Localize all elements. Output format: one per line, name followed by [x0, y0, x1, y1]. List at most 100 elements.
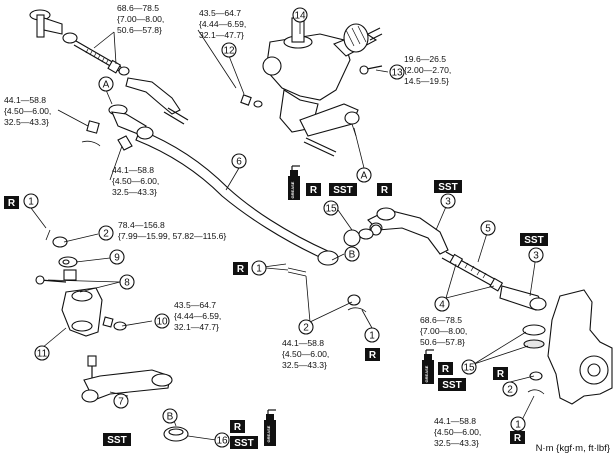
callout-6: 6 [231, 153, 247, 169]
svg-text:SST: SST [333, 185, 352, 196]
callout-16: 16 [214, 432, 230, 448]
svg-text:50.6—57.8}: 50.6—57.8} [117, 25, 162, 35]
svg-text:{4.50—6.00,: {4.50—6.00, [112, 176, 159, 186]
callout-15-right: 15 [461, 359, 477, 375]
callout-5: 5 [480, 220, 496, 236]
callout-3-lower: 3 [528, 247, 544, 263]
badge-r-left [4, 196, 19, 209]
badges: SST SST SST SST SST SST [4, 180, 548, 449]
callout-1-center-lower: 1 [364, 327, 380, 343]
badge-r-center [233, 262, 248, 275]
center-link [135, 126, 339, 266]
svg-text:11: 11 [37, 349, 48, 360]
svg-text:44.1—58.8: 44.1—58.8 [4, 95, 46, 105]
callouts: 14 12 13 A 6 A 1 3 15 2 5 B 3 9 1 8 4 10… [23, 7, 544, 448]
svg-text:14.5—19.5}: 14.5—19.5} [404, 76, 449, 86]
callout-15-center: 15 [323, 200, 339, 216]
svg-text:1: 1 [515, 420, 521, 431]
badge-sst-right-top: SST [434, 180, 462, 193]
torque-spec-7: 43.5—64.7 {4.44—6.59, 32.1—47.7} [174, 300, 221, 332]
svg-text:4: 4 [439, 300, 445, 311]
badge-sst-right-mid: SST [520, 233, 548, 246]
dust-seals [358, 228, 374, 240]
svg-text:SST: SST [442, 380, 461, 391]
svg-text:{4.50—6.00,: {4.50—6.00, [4, 106, 51, 116]
svg-text:1: 1 [28, 197, 34, 208]
svg-text:50.6—57.8}: 50.6—57.8} [420, 337, 465, 347]
svg-text:{7.00—8.00,: {7.00—8.00, [117, 14, 164, 24]
callout-14: 14 [292, 7, 308, 23]
steering-gear [240, 17, 383, 157]
callout-13: 13 [389, 64, 405, 80]
idler-arm-assembly [35, 229, 189, 442]
callout-letter-a-right: A [356, 167, 372, 183]
badge-r-center-lower [365, 348, 380, 361]
center-ball-joint [287, 224, 382, 313]
svg-text:GREASE: GREASE [266, 425, 271, 442]
badge-sst-left-bottom: SST [103, 433, 131, 446]
callout-3-upper: 3 [440, 193, 456, 209]
callout-1-left: 1 [23, 193, 39, 209]
grease-tube-center: GREASE [288, 165, 300, 200]
steering-knuckle [522, 289, 613, 405]
grease-tube-bottom: GREASE [264, 409, 276, 446]
badge-sst-bottom: SST [230, 436, 258, 449]
callout-11: 11 [34, 345, 50, 361]
svg-text:44.1—58.8: 44.1—58.8 [434, 416, 476, 426]
callout-10: 10 [154, 313, 170, 329]
callout-9: 9 [109, 249, 125, 265]
svg-text:{4.44—6.59,: {4.44—6.59, [199, 19, 246, 29]
svg-text:B: B [349, 250, 356, 261]
badge-r-center-right [377, 183, 392, 196]
svg-text:2: 2 [303, 323, 309, 334]
tie-rod-left [108, 77, 189, 135]
callout-2-left: 2 [98, 225, 114, 241]
leader-lines [30, 22, 537, 441]
tie-rod-right [367, 207, 547, 311]
svg-text:A: A [361, 171, 368, 182]
badge-r-knuckle [493, 367, 508, 380]
svg-text:GREASE: GREASE [290, 181, 295, 198]
badge-r-bottom [230, 420, 245, 433]
callout-2-right: 2 [502, 381, 518, 397]
svg-text:7: 7 [118, 397, 124, 408]
svg-text:68.6—78.5: 68.6—78.5 [117, 3, 159, 13]
torque-spec-5: 44.1—58.8 {4.50—6.00, 32.5—43.3} [112, 165, 159, 197]
svg-text:5: 5 [485, 224, 491, 235]
torque-spec-10: 44.1—58.8 {4.50—6.00, 32.5—43.3} [434, 416, 481, 448]
svg-text:15: 15 [463, 363, 475, 374]
svg-text:68.6—78.5: 68.6—78.5 [420, 315, 462, 325]
callout-letter-b-lower: B [162, 408, 178, 424]
svg-text:32.1—47.7}: 32.1—47.7} [174, 322, 219, 332]
callout-letter-a-left: A [98, 76, 114, 92]
svg-text:14: 14 [294, 11, 306, 22]
svg-text:6: 6 [236, 157, 242, 168]
torque-spec-8: 44.1—58.8 {4.50—6.00, 32.5—43.3} [282, 338, 329, 370]
callout-7: 7 [113, 393, 129, 409]
torque-spec-1: 68.6—78.5 {7.00—8.00, 50.6—57.8} [117, 3, 164, 35]
svg-text:1: 1 [369, 331, 375, 342]
svg-text:B: B [167, 412, 174, 423]
svg-text:SST: SST [234, 438, 253, 449]
tie-rod-end-upper-left [29, 9, 130, 76]
svg-text:44.1—58.8: 44.1—58.8 [112, 165, 154, 175]
torque-spec-6: 78.4—156.8 {7.99—15.99, 57.82—115.6} [118, 220, 226, 241]
svg-text:{4.50—6.00,: {4.50—6.00, [282, 349, 329, 359]
svg-text:16: 16 [216, 436, 228, 447]
callout-12: 12 [221, 42, 237, 58]
badge-r-right-bottom [510, 431, 525, 444]
svg-text:9: 9 [114, 253, 120, 264]
torque-spec-4: 44.1—58.8 {4.50—6.00, 32.5—43.3} [4, 95, 51, 127]
torque-spec-2: 43.5—64.7 {4.44—6.59, 32.1—47.7} [199, 8, 246, 40]
callout-4: 4 [434, 296, 450, 312]
svg-text:32.5—43.3}: 32.5—43.3} [282, 360, 327, 370]
svg-text:{4.44—6.59,: {4.44—6.59, [174, 311, 221, 321]
badge-sst-center-top: SST [329, 183, 357, 196]
svg-text:10: 10 [156, 317, 168, 328]
svg-text:SST: SST [107, 435, 126, 446]
svg-text:12: 12 [223, 46, 235, 57]
svg-text:8: 8 [124, 278, 130, 289]
callout-1-center: 1 [251, 260, 267, 276]
